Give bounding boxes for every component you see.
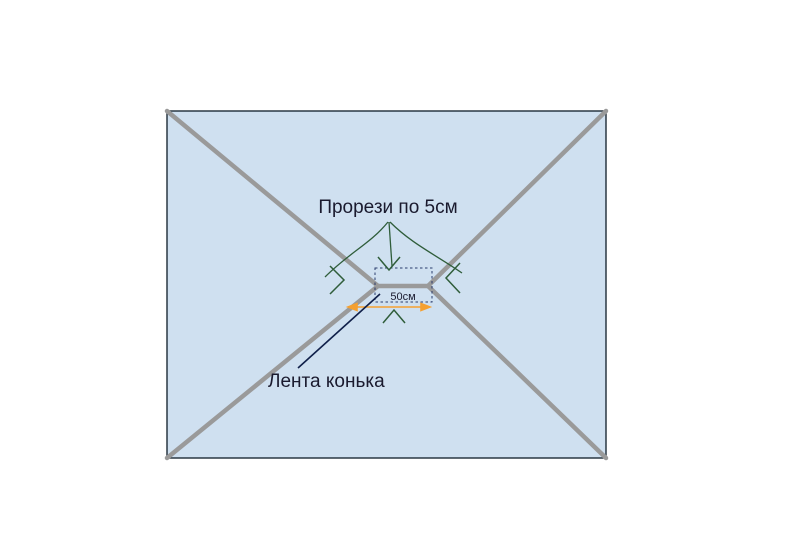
cut-mark-top <box>377 256 401 272</box>
hip-lines <box>164 108 609 461</box>
callout-curve-left <box>324 221 389 278</box>
hip-top-left <box>164 108 381 289</box>
ridge-tape-leader <box>297 293 381 369</box>
hip-top-right <box>425 108 609 289</box>
cut-mark-left <box>329 265 346 295</box>
cuts-label: Прорези по 5см <box>318 197 457 218</box>
ridge-tape-zone <box>374 267 433 303</box>
cut-marks <box>329 256 461 324</box>
cut-mark-bottom <box>382 308 406 324</box>
callout-curve-right <box>389 221 463 274</box>
hip-bottom-right <box>425 283 609 461</box>
ridge-width-dimension <box>345 302 433 312</box>
dimension-arrowhead-left <box>345 302 358 312</box>
callout-curves <box>324 221 463 278</box>
cut-mark-right <box>444 262 461 294</box>
ridge-tape-label: Лента конька <box>268 371 385 392</box>
hip-bottom-left <box>164 283 381 461</box>
callout-stem <box>388 221 393 267</box>
dimension-label: 50см <box>390 291 415 303</box>
dimension-arrowhead-right <box>420 302 433 312</box>
